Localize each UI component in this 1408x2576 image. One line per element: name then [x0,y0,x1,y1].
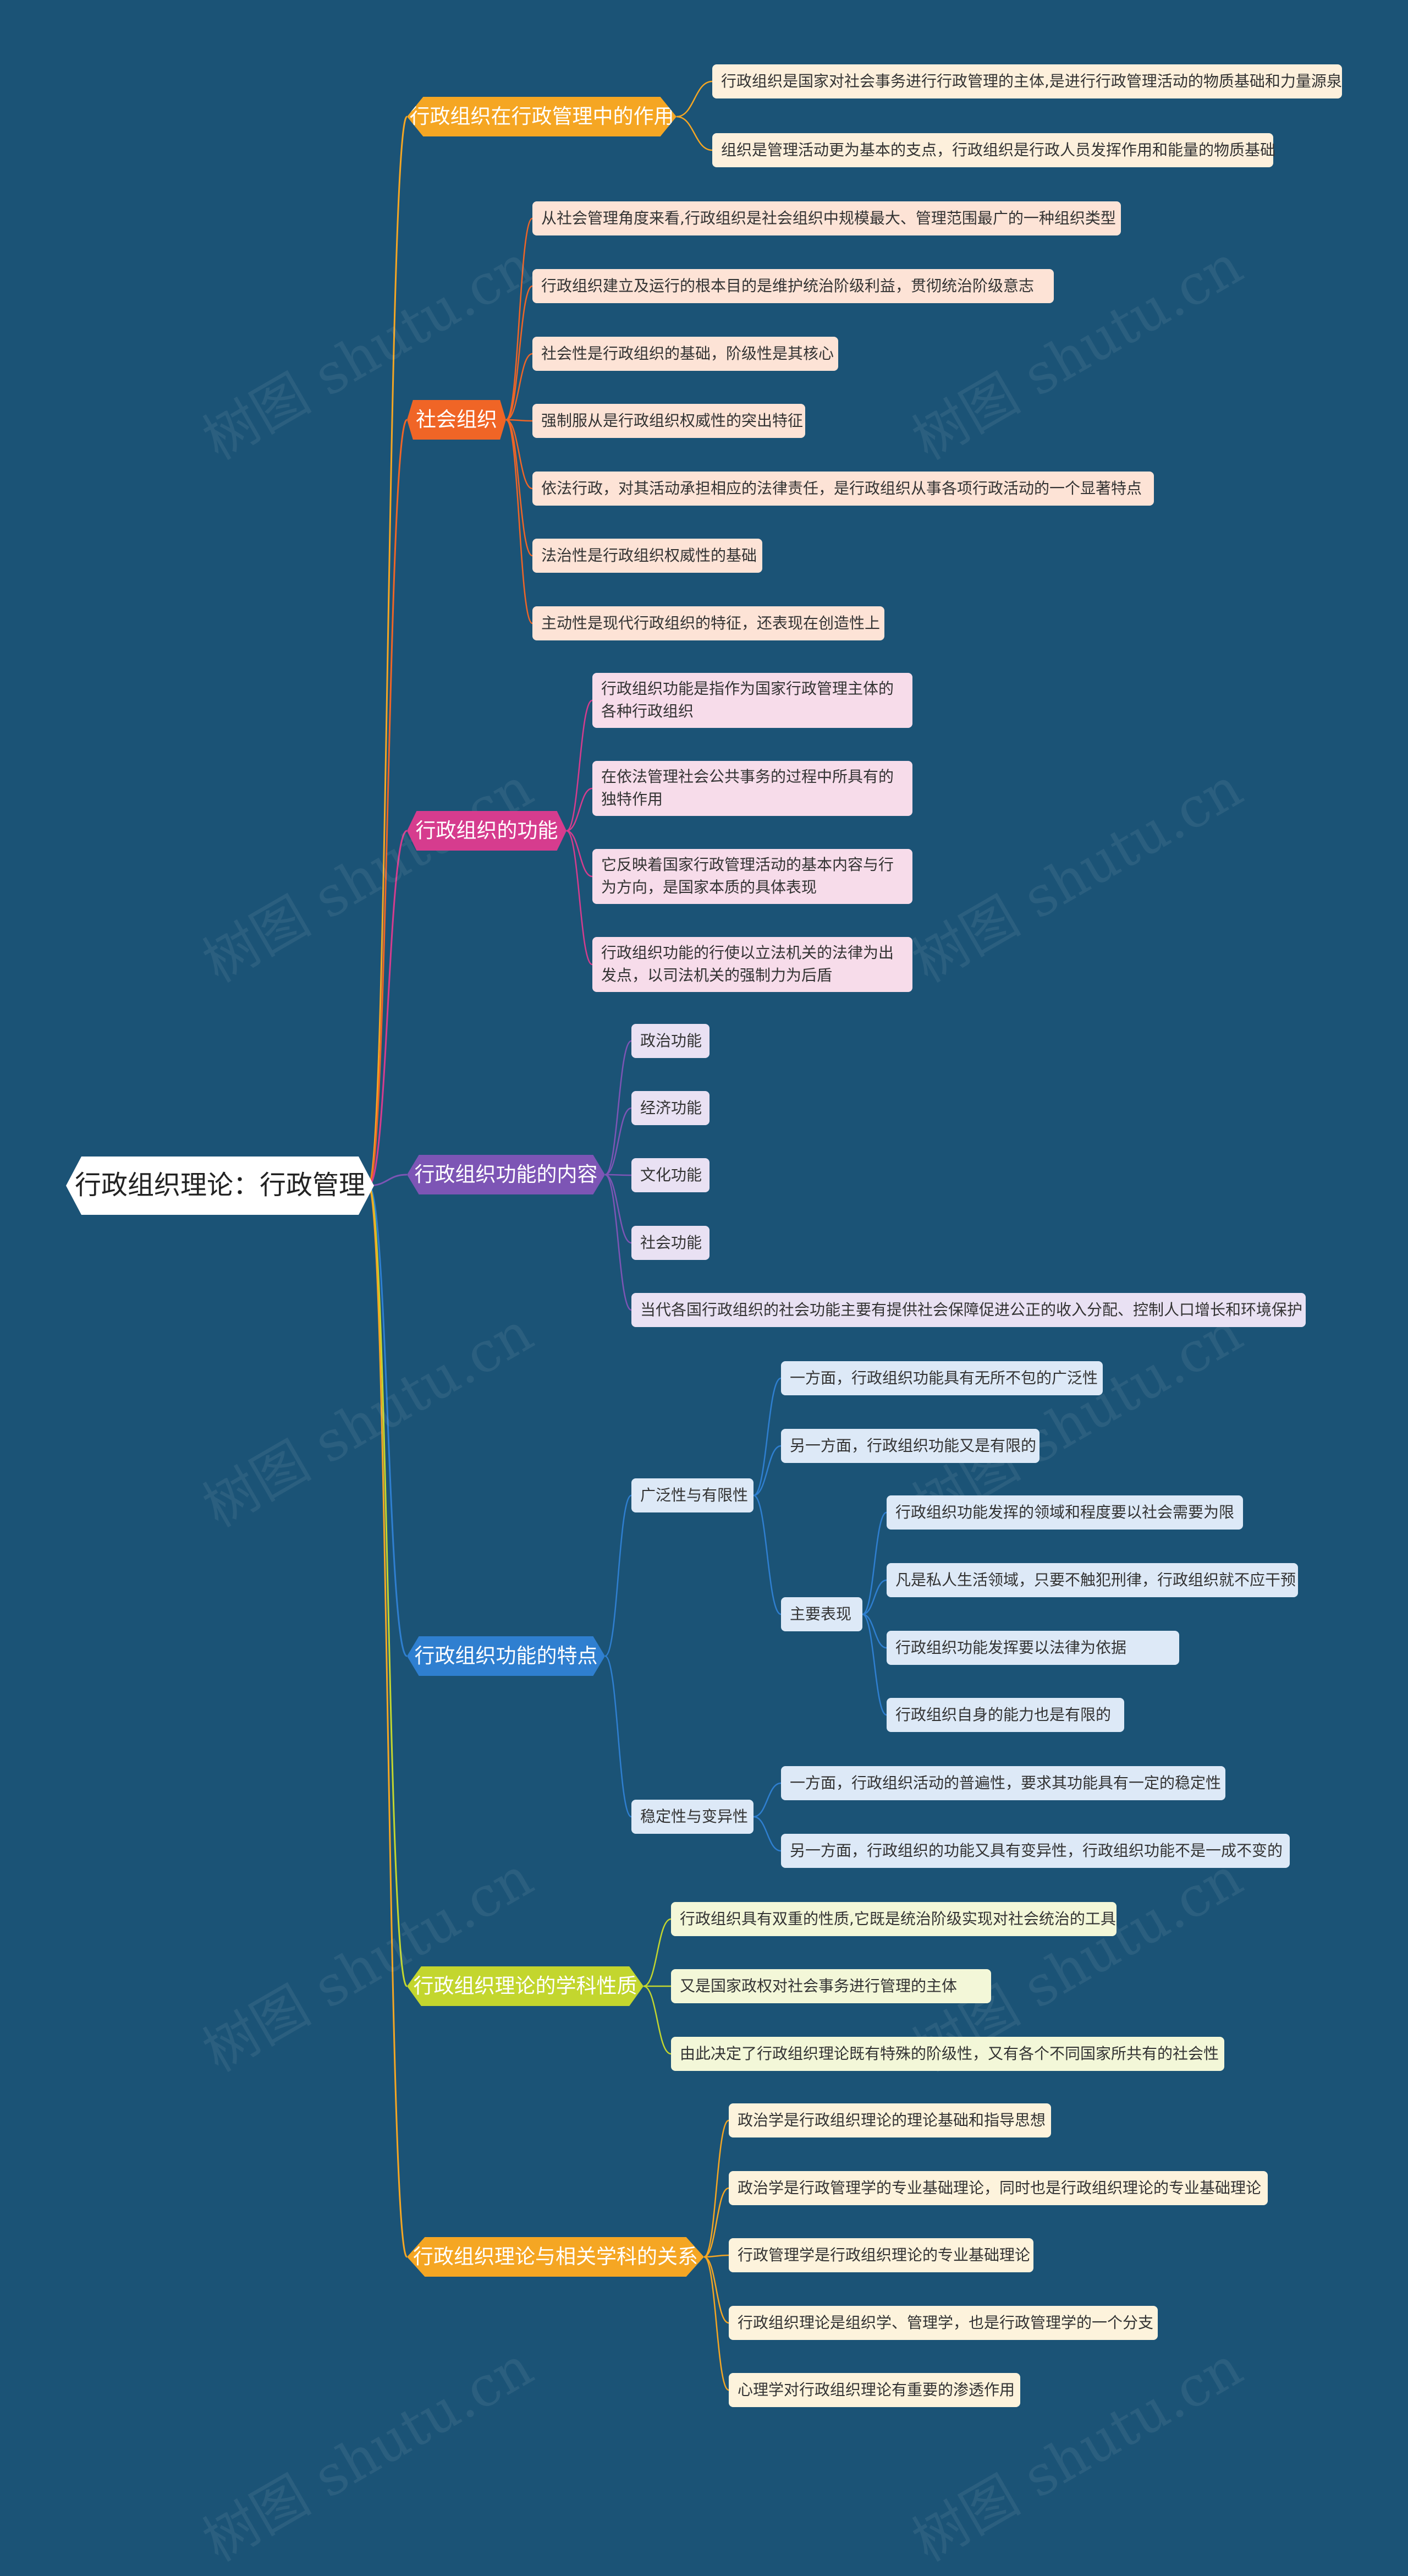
connector-line [566,787,593,832]
leaf-topic[interactable]: 文化功能 [631,1158,710,1192]
connector-line [566,699,593,832]
connector-line [505,419,533,557]
leaf-topic[interactable]: 一方面，行政组织功能具有无所不包的广泛性 [781,1361,1103,1395]
leaf-topic[interactable]: 行政组织功能的行使以立法机关的法律为出发点，以司法机关的强制力为后盾 [592,937,912,992]
leaf-topic[interactable]: 法治性是行政组织权威性的基础 [532,539,762,573]
leaf-topic[interactable]: 稳定性与变异性 [631,1800,754,1834]
leaf-topic[interactable]: 政治学是行政组织理论的理论基础和指导思想 [729,2103,1051,2137]
leaf-topic[interactable]: 它反映着国家行政管理活动的基本内容与行为方向，是国家本质的具体表现 [592,849,912,904]
branch-topic[interactable]: 行政组织理论的学科性质 [407,1966,644,2006]
leaf-topic[interactable]: 另一方面，行政组织的功能又具有变异性，行政组织功能不是一成不变的 [781,1834,1290,1868]
connector-line [367,1185,408,1657]
leaf-topic[interactable]: 凡是私人生活领域，只要不触犯刑律，行政组织就不应干预 [887,1563,1298,1597]
leaf-topic[interactable]: 社会性是行政组织的基础，阶级性是其核心 [532,337,838,371]
connector-line [367,1185,408,2258]
connector-line [676,116,713,151]
connector-line [505,217,533,421]
leaf-topic[interactable]: 经济功能 [631,1091,710,1125]
connector-line [862,1511,887,1615]
connector-line [862,1613,887,1716]
connector-line [753,1377,782,1497]
branch-topic[interactable]: 行政组织功能的内容 [407,1155,605,1194]
leaf-topic[interactable]: 在依法管理社会公共事务的过程中所具有的独特作用 [592,761,912,816]
leaf-topic[interactable]: 行政组织功能发挥的领域和程度要以社会需要为限 [887,1495,1243,1530]
connector-line [676,80,713,118]
branch-topic[interactable]: 行政组织理论与相关学科的关系 [407,2237,704,2277]
connector-line [753,1445,782,1497]
connector-line [703,2187,729,2258]
connector-line [753,1494,782,1615]
leaf-topic[interactable]: 行政组织具有双重的性质,它既是统治阶级实现对社会统治的工具 [671,1902,1116,1936]
connector-line [604,1174,632,1244]
branch-topic[interactable]: 行政组织在行政管理中的作用 [407,97,676,136]
leaf-topic[interactable]: 依法行政，对其活动承担相应的法律责任，是行政组织从事各项行政活动的一个显著特点 [532,472,1154,506]
leaf-topic[interactable]: 行政组织是国家对社会事务进行行政管理的主体,是进行行政管理活动的物质基础和力量源… [712,64,1342,98]
leaf-topic[interactable]: 强制服从是行政组织权威性的突出特征 [532,404,805,438]
leaf-topic[interactable]: 主要表现 [781,1597,862,1631]
leaf-topic[interactable]: 行政组织理论是组织学、管理学，也是行政管理学的一个分支 [729,2306,1158,2340]
leaf-topic[interactable]: 从社会管理角度来看,行政组织是社会组织中规模最大、管理范围最广的一种组织类型 [532,201,1121,235]
connector-line [505,419,533,624]
branch-topic[interactable]: 行政组织的功能 [407,811,566,851]
connector-line [367,1185,408,1987]
connector-line [862,1579,887,1615]
leaf-topic[interactable]: 行政组织建立及运行的根本目的是维护统治阶级利益，贯彻统治阶级意志 [532,269,1054,303]
leaf-topic[interactable]: 社会功能 [631,1226,710,1260]
connector-line [604,1040,632,1176]
connector-line [862,1613,887,1649]
leaf-topic[interactable]: 广泛性与有限性 [631,1478,754,1512]
leaf-topic[interactable]: 主动性是现代行政组织的特征，还表现在创造性上 [532,606,884,640]
leaf-topic[interactable]: 行政组织自身的能力也是有限的 [887,1698,1124,1732]
connector-line [505,353,533,421]
leaf-topic[interactable]: 当代各国行政组织的社会功能主要有提供社会保障促进公正的收入分配、控制人口增长和环… [631,1293,1306,1327]
connector-line [604,1655,632,1818]
connector-line [643,1985,672,2055]
connector-lines [367,80,887,2391]
connector-line [505,285,533,421]
root-topic[interactable]: 行政组织理论：行政管理 [66,1157,374,1215]
connector-line [753,1816,782,1852]
connector-line [604,1107,632,1176]
connector-line [367,419,408,1187]
connector-line [367,116,408,1187]
connector-line [505,419,533,422]
connector-line [643,1918,672,1987]
leaf-topic[interactable]: 政治功能 [631,1024,710,1058]
branch-topic[interactable]: 社会组织 [407,400,506,440]
connector-line [505,419,533,490]
leaf-topic[interactable]: 行政组织功能是指作为国家行政管理主体的各种行政组织 [592,673,912,728]
leaf-topic[interactable]: 组织是管理活动更为基本的支点，行政组织是行政人员发挥作用和能量的物质基础 [712,133,1275,167]
connector-line [566,830,593,878]
leaf-topic[interactable]: 另一方面，行政组织功能又是有限的 [781,1429,1040,1463]
connector-line [604,1174,632,1311]
connector-line [566,830,593,966]
leaf-topic[interactable]: 行政管理学是行政组织理论的专业基础理论 [729,2238,1033,2272]
leaf-topic[interactable]: 心理学对行政组织理论有重要的渗透作用 [729,2373,1020,2407]
connector-line [368,830,408,1187]
connector-line [703,2254,729,2258]
leaf-topic[interactable]: 行政组织功能发挥要以法律为依据 [887,1631,1179,1665]
leaf-topic[interactable]: 由此决定了行政组织理论既有特殊的阶级性，又有各个不同国家所共有的社会性 [671,2037,1224,2071]
leaf-topic[interactable]: 又是国家政权对社会事务进行管理的主体 [671,1969,991,2003]
connector-line [703,2256,729,2324]
leaf-topic[interactable]: 一方面，行政组织活动的普遍性，要求其功能具有一定的稳定性 [781,1766,1225,1800]
connector-line [703,2119,729,2258]
connector-line [703,2256,729,2391]
branch-topic[interactable]: 行政组织功能的特点 [407,1636,605,1676]
connector-line [604,1494,632,1657]
connector-line [753,1782,782,1818]
leaf-topic[interactable]: 政治学是行政管理学的专业基础理论，同时也是行政组织理论的专业基础理论 [729,2171,1268,2205]
